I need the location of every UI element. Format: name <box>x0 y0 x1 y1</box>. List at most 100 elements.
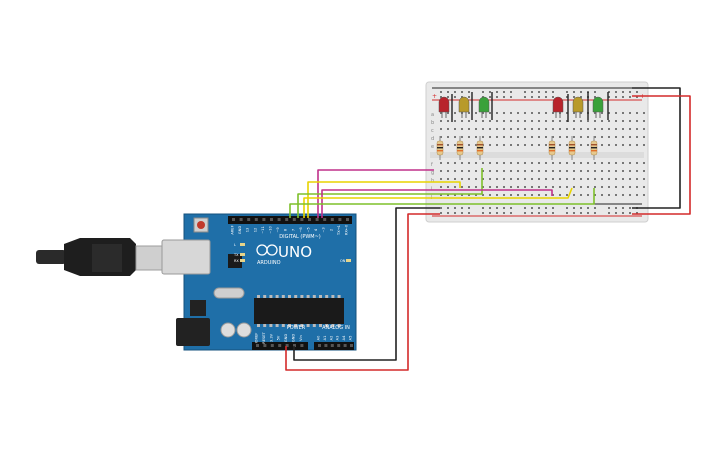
hole <box>622 194 624 196</box>
hole <box>643 178 645 180</box>
led-red-1[interactable] <box>438 96 450 118</box>
hole <box>587 194 589 196</box>
hole <box>601 162 603 164</box>
power-pin[interactable] <box>278 344 282 347</box>
wire-gnd-rail[interactable] <box>293 207 440 361</box>
power-pin[interactable] <box>256 344 259 347</box>
analog-pin[interactable] <box>324 344 328 347</box>
hole <box>629 112 631 114</box>
digital-header[interactable] <box>228 216 352 224</box>
digital-pin[interactable] <box>239 218 243 221</box>
digital-pin[interactable] <box>315 218 319 221</box>
rail-hole <box>538 207 540 209</box>
digital-pin[interactable] <box>308 218 311 221</box>
digital-pin[interactable] <box>323 218 327 221</box>
led-red-2[interactable] <box>552 96 564 118</box>
power-pin[interactable] <box>263 344 267 347</box>
resistor-1[interactable] <box>436 136 444 160</box>
wire-d10-green-1[interactable] <box>297 168 483 218</box>
digital-pin[interactable] <box>232 218 235 221</box>
wire-5v-rail[interactable] <box>285 213 440 371</box>
analog-header[interactable] <box>314 342 354 350</box>
usb-cable[interactable] <box>36 238 169 276</box>
analog-pin[interactable] <box>330 344 334 347</box>
hole <box>580 194 582 196</box>
hole <box>503 128 505 130</box>
hole <box>447 144 449 146</box>
rail-hole <box>580 207 582 209</box>
hole <box>629 186 631 188</box>
hole <box>629 136 631 138</box>
resistor-4[interactable] <box>548 136 556 160</box>
analog-pin[interactable] <box>350 344 353 347</box>
analog-pin[interactable] <box>318 344 321 347</box>
wire-d7-green-2[interactable] <box>289 188 595 218</box>
analog-pin[interactable] <box>343 344 347 347</box>
digital-pin[interactable] <box>292 218 296 221</box>
hole <box>461 128 463 130</box>
hole <box>559 120 561 122</box>
digital-pin[interactable] <box>262 218 266 221</box>
led-yellow-2[interactable] <box>572 96 584 118</box>
digital-pin[interactable] <box>300 218 304 221</box>
wire-rail-gnd-bridge[interactable] <box>632 87 681 209</box>
rail-hole <box>468 207 470 209</box>
led-green-2[interactable] <box>592 96 604 118</box>
wires[interactable] <box>285 87 691 371</box>
hole <box>517 120 519 122</box>
hole <box>594 194 596 196</box>
hole <box>636 112 638 114</box>
rail-hole <box>454 207 456 209</box>
row-letter: j <box>430 194 432 200</box>
resistor-6[interactable] <box>590 136 598 160</box>
power-pin[interactable] <box>293 344 296 347</box>
hole <box>538 112 540 114</box>
rail-hole <box>608 96 610 98</box>
digital-pin[interactable] <box>277 218 281 221</box>
power-pin[interactable] <box>300 344 304 347</box>
hole <box>622 186 624 188</box>
digital-pin[interactable] <box>254 218 258 221</box>
digital-pin[interactable] <box>330 218 334 221</box>
hole <box>468 178 470 180</box>
hole <box>601 136 603 138</box>
rail-hole <box>538 96 540 98</box>
digital-pin-label: 13 <box>246 228 250 233</box>
rail-hole <box>608 207 610 209</box>
wire-rail-5v-bridge[interactable] <box>632 95 691 215</box>
resistor-5[interactable] <box>568 136 576 160</box>
power-pin[interactable] <box>285 344 289 347</box>
power-pin[interactable] <box>270 344 274 347</box>
hole <box>489 144 491 146</box>
hole <box>447 120 449 122</box>
digital-pin[interactable] <box>247 218 251 221</box>
hole <box>496 170 498 172</box>
led-yellow-1[interactable] <box>458 96 470 118</box>
wire-d11-yellow-1[interactable] <box>307 181 461 218</box>
digital-pin[interactable] <box>270 218 273 221</box>
digital-pin[interactable] <box>285 218 289 221</box>
digital-pin[interactable] <box>346 218 349 221</box>
hole <box>461 178 463 180</box>
rail-hole <box>580 96 582 98</box>
analog-pin[interactable] <box>337 344 341 347</box>
hole <box>461 136 463 138</box>
wire-d8-yellow-2[interactable] <box>303 187 573 218</box>
hole <box>566 186 568 188</box>
led-green-1[interactable] <box>478 96 490 118</box>
resistor-2[interactable] <box>456 136 464 160</box>
rail-hole <box>496 212 498 214</box>
rail-hole <box>440 96 442 98</box>
hole <box>510 170 512 172</box>
hole <box>545 186 547 188</box>
digital-pin[interactable] <box>338 218 342 221</box>
hole <box>517 194 519 196</box>
wire-d12-red-1[interactable] <box>317 169 434 218</box>
resistor-3[interactable] <box>476 136 484 160</box>
hole <box>580 120 582 122</box>
hole <box>552 186 554 188</box>
hole <box>517 170 519 172</box>
hole <box>475 112 477 114</box>
